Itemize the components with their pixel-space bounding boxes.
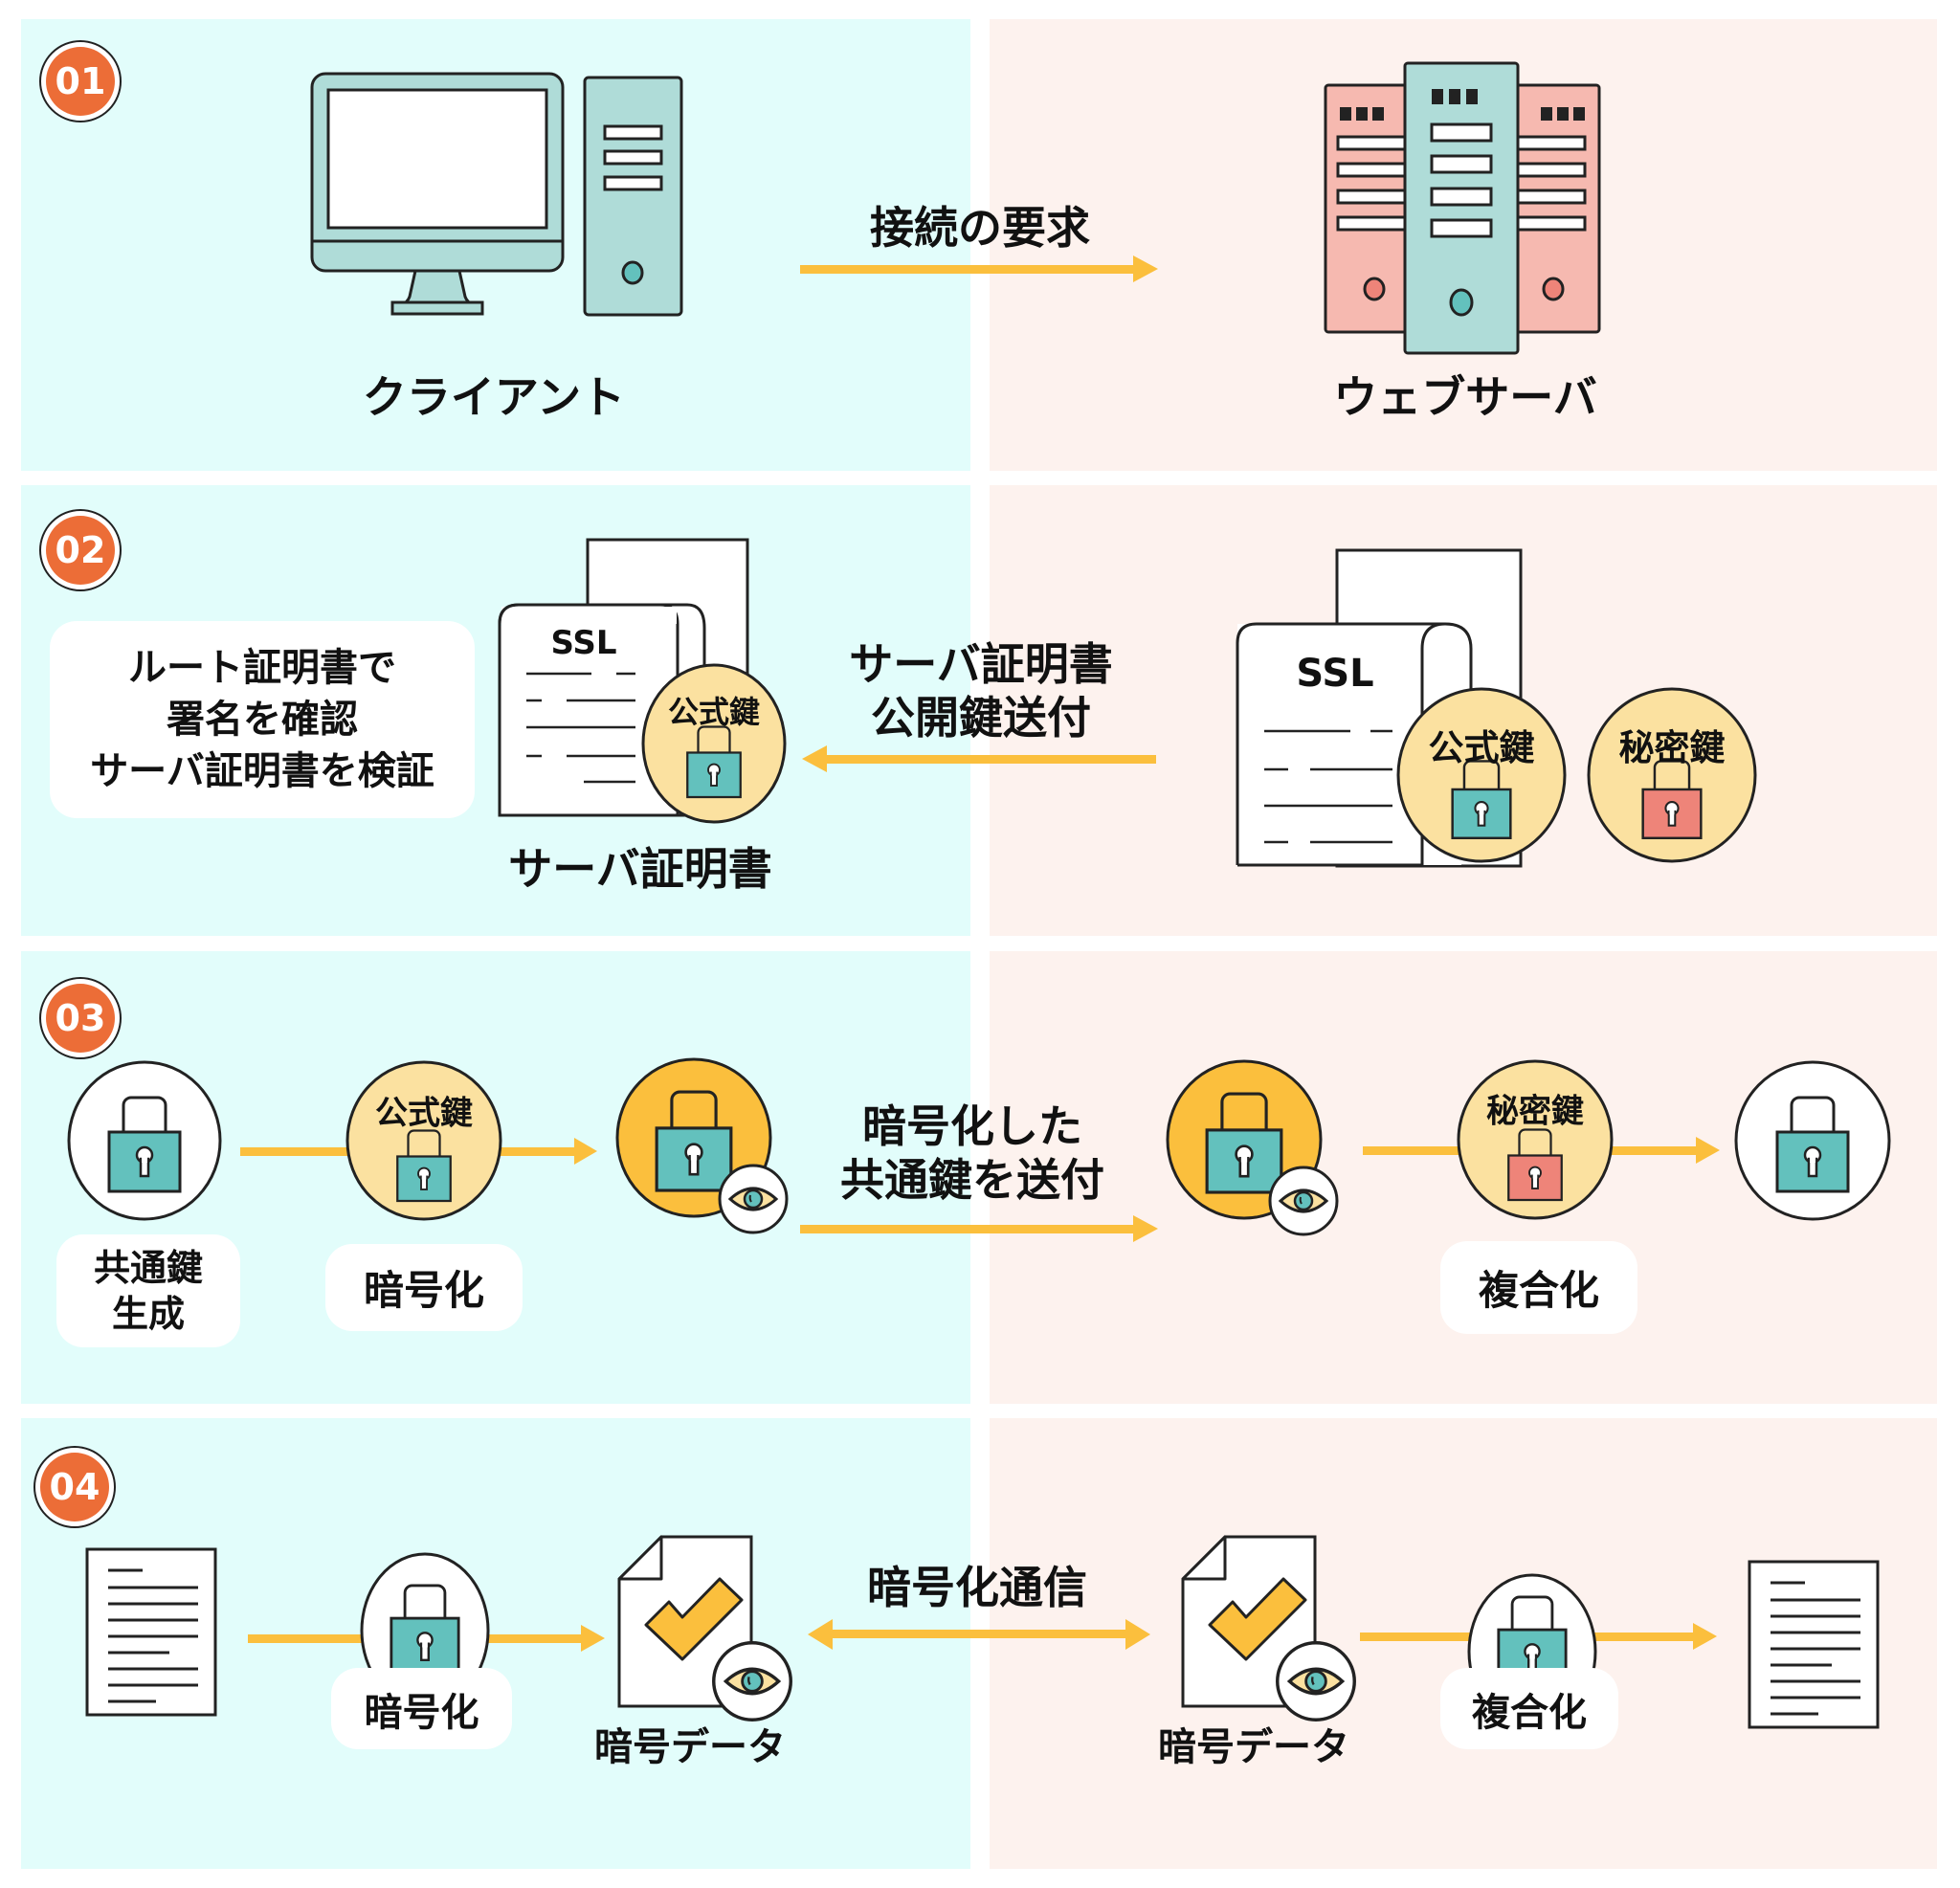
private-key-label: 秘密鍵 <box>1618 727 1726 768</box>
plain-document-icon <box>85 1547 217 1717</box>
ssl-title: SSL <box>550 624 617 662</box>
label-line: 生成 <box>111 1293 185 1335</box>
text-line: 暗号化した <box>862 1100 1082 1152</box>
step-badge-04: 04 <box>33 1446 116 1528</box>
note-line: サーバ証明書を検証 <box>90 749 434 793</box>
public-key-label: 公式鍵 <box>375 1094 473 1133</box>
generate-common-key-label: 共通鍵 生成 <box>56 1234 240 1347</box>
public-key-label: 公式鍵 <box>1428 727 1535 768</box>
common-key-lock-icon <box>67 1060 222 1221</box>
connection-request-text: 接続の要求 <box>870 202 1090 254</box>
encrypted-communication-text: 暗号化通信 <box>867 1562 1087 1613</box>
verification-note: ルート証明書で 署名を確認 サーバ証明書を検証 <box>50 621 475 818</box>
private-key-label: 秘密鍵 <box>1486 1092 1584 1131</box>
step-number: 01 <box>46 47 115 116</box>
arrow-right-icon <box>800 1215 1158 1242</box>
decrypt-label-box: 複合化 <box>1440 1668 1618 1749</box>
private-key-badge-decrypt <box>1457 1059 1614 1220</box>
public-key-badge-server <box>1396 687 1567 863</box>
send-certificate-text: サーバ証明書 公開鍵送付 <box>849 637 1113 744</box>
plain-document-icon <box>1748 1560 1880 1729</box>
label-line: 共通鍵 <box>93 1247 203 1289</box>
encrypted-data-document-icon <box>617 1535 792 1721</box>
note-line: 署名を確認 <box>167 698 358 742</box>
arrow-left-icon <box>802 745 1156 772</box>
bidirectional-arrow-icon <box>808 1619 1150 1650</box>
decrypt-label-box: 複合化 <box>1440 1241 1637 1334</box>
public-key-badge-client <box>641 663 787 824</box>
encrypt-label-box: 暗号化 <box>325 1244 523 1331</box>
encrypt-label-box: 暗号化 <box>331 1668 512 1749</box>
encrypt-label: 暗号化 <box>364 1690 479 1735</box>
private-key-badge-server <box>1587 687 1757 863</box>
send-common-key-text: 暗号化した 共通鍵を送付 <box>840 1099 1104 1207</box>
server-label: ウェブサーバ <box>1333 371 1597 423</box>
decrypted-key-lock-icon <box>1734 1060 1891 1221</box>
public-key-label: 公式鍵 <box>667 694 761 730</box>
server-certificate-label: サーバ証明書 <box>508 843 772 895</box>
note-line: ルート証明書で <box>128 646 396 690</box>
decrypt-label: 複合化 <box>1472 1690 1587 1735</box>
desktop-computer-icon <box>310 72 683 317</box>
encrypted-data-document-icon <box>1181 1535 1356 1721</box>
step-badge-01: 01 <box>39 40 122 122</box>
client-label: クライアント <box>362 371 626 423</box>
decrypt-label: 複合化 <box>1478 1267 1599 1314</box>
eye-icon <box>1268 1166 1339 1236</box>
eye-icon <box>718 1164 789 1234</box>
step-number: 04 <box>40 1453 109 1522</box>
step-number: 03 <box>46 984 115 1053</box>
step-badge-02: 02 <box>39 509 122 591</box>
server-rack-icon <box>1324 61 1601 355</box>
encrypt-label: 暗号化 <box>363 1267 484 1314</box>
step-badge-03: 03 <box>39 977 122 1059</box>
text-line: 共通鍵を送付 <box>840 1154 1104 1206</box>
text-line: 公開鍵送付 <box>870 692 1091 744</box>
text-line: サーバ証明書 <box>849 638 1113 690</box>
ssl-title: SSL <box>1296 652 1374 696</box>
public-key-badge-encrypt <box>345 1060 502 1221</box>
step-number: 02 <box>46 516 115 585</box>
arrow-right-icon <box>800 255 1158 282</box>
encrypted-data-label: 暗号データ <box>594 1725 786 1769</box>
encrypted-data-label: 暗号データ <box>1158 1725 1349 1769</box>
